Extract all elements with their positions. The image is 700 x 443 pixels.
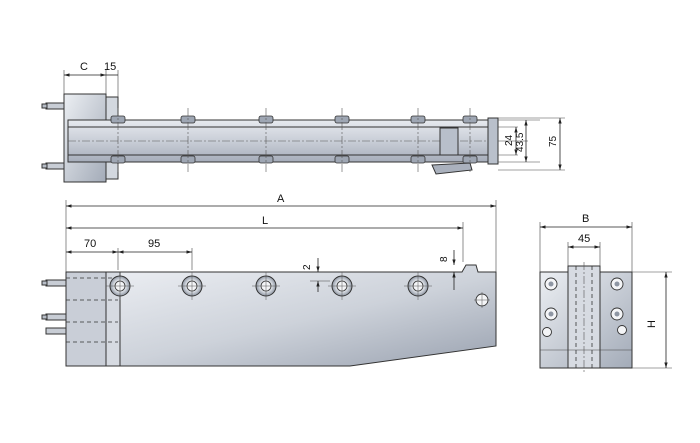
- side-dimensions: B 45 H: [539, 213, 672, 369]
- side-small-hole: [617, 325, 627, 335]
- front-bolts: [41, 279, 67, 335]
- dim-24: 24: [504, 134, 515, 146]
- front-holes: [106, 272, 490, 308]
- side-view: [539, 262, 633, 372]
- dim-h: H: [646, 320, 658, 328]
- side-hole-bore: [548, 281, 554, 287]
- side-hole-bore: [548, 311, 554, 317]
- dim-75: 75: [548, 135, 559, 147]
- side-hole-bore: [614, 281, 620, 287]
- front-body: [65, 264, 497, 367]
- front-view: [41, 264, 497, 367]
- dim-c: C: [80, 61, 88, 73]
- top-dimensions: C 15 24 43.5 75: [63, 61, 565, 171]
- dim-95: 95: [148, 238, 160, 250]
- dim-a: A: [277, 193, 285, 205]
- top-dog: [431, 162, 473, 175]
- dim-45: 45: [578, 233, 590, 245]
- dim-43-5: 43.5: [515, 132, 526, 152]
- dim-b: B: [582, 213, 589, 225]
- dim-15: 15: [104, 61, 116, 73]
- top-rail-knobs: [110, 108, 478, 174]
- side-hole-bore: [614, 311, 620, 317]
- side-small-hole: [542, 327, 552, 337]
- dim-70: 70: [84, 238, 96, 250]
- side-holes: [542, 277, 627, 337]
- front-dimensions: A L 70 95 2 8: [65, 193, 497, 292]
- top-bolts: [41, 102, 67, 170]
- dim-2: 2: [302, 264, 313, 270]
- front-clamp-block: [65, 271, 107, 367]
- dim-l: L: [262, 215, 268, 227]
- dim-8: 8: [439, 256, 450, 262]
- top-view: [41, 93, 499, 183]
